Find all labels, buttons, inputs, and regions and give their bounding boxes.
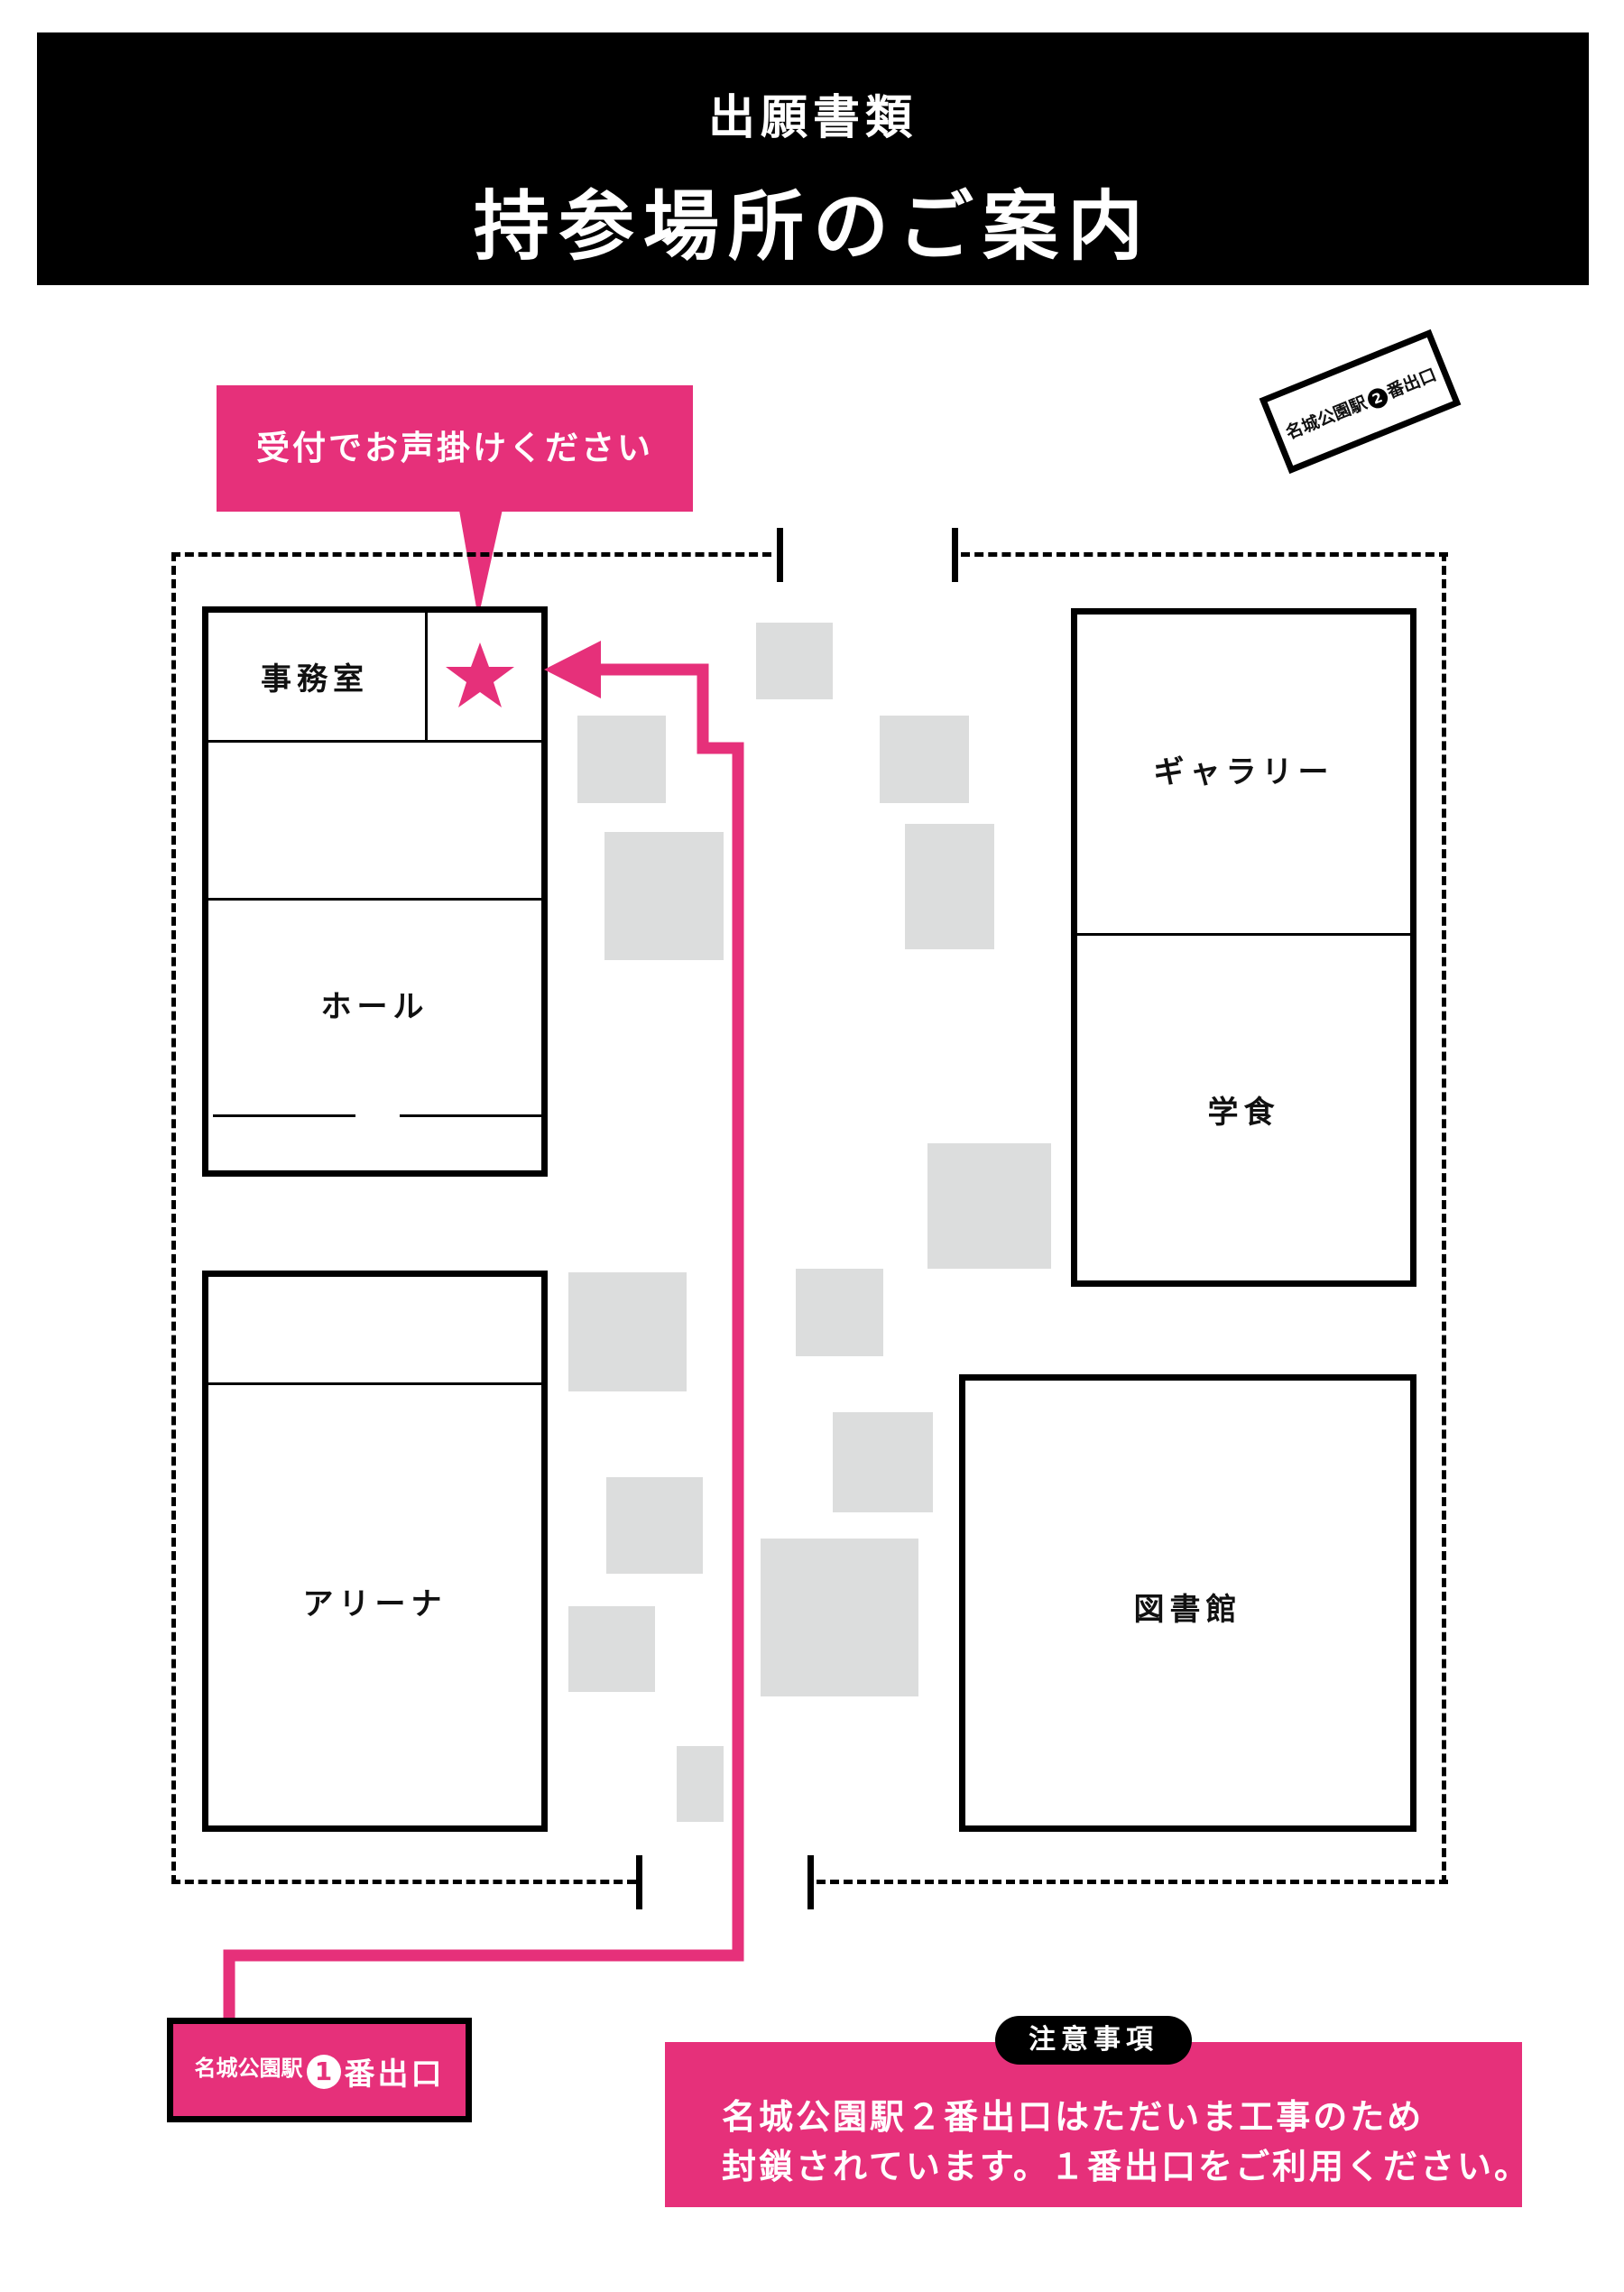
grey-block bbox=[577, 716, 666, 803]
hall-building bbox=[202, 606, 548, 1177]
cafeteria-label: 学食 bbox=[1207, 1095, 1280, 1131]
page-subtitle: 出願書類 bbox=[707, 91, 918, 145]
library-label: 図書館 bbox=[1133, 1592, 1242, 1628]
library-building bbox=[959, 1374, 1416, 1832]
campus-boundary-top-right bbox=[961, 552, 1448, 557]
arena-divider bbox=[205, 1382, 545, 1385]
gallery-building bbox=[1071, 608, 1416, 1287]
grey-block bbox=[568, 1606, 655, 1692]
grey-block bbox=[761, 1539, 918, 1696]
arena-label: アリーナ bbox=[302, 1586, 448, 1622]
callout-text: 受付でお声掛けください bbox=[256, 429, 653, 467]
reception-callout: 受付でお声掛けください bbox=[217, 385, 693, 512]
grey-block bbox=[568, 1272, 687, 1391]
north-gate-post-right bbox=[952, 528, 958, 582]
callout-pointer bbox=[458, 505, 503, 618]
hall-entrance-line bbox=[213, 1114, 355, 1117]
notice-box: 名城公園駅２番出口はただいま工事のため 封鎖されています。１番出口をご利用くださ… bbox=[665, 2042, 1528, 2207]
arena-building bbox=[202, 1271, 548, 1832]
campus-boundary-bottom-left bbox=[171, 1880, 636, 1884]
campus-boundary-bottom-right bbox=[817, 1880, 1448, 1884]
campus-boundary-right bbox=[1442, 552, 1446, 1884]
grey-block bbox=[833, 1412, 933, 1512]
exit-1-suffix: 番出口 bbox=[344, 2056, 445, 2093]
grey-block bbox=[677, 1746, 724, 1822]
office-divider bbox=[425, 609, 428, 743]
arrow-left-icon bbox=[544, 641, 601, 698]
grey-block bbox=[796, 1269, 883, 1356]
notice-line-2: 封鎖されています。１番出口をご利用ください。 bbox=[722, 2147, 1532, 2186]
south-gate-post-left bbox=[636, 1855, 642, 1909]
hall-label: ホール bbox=[320, 989, 429, 1025]
grey-block bbox=[880, 716, 969, 803]
floor-divider bbox=[205, 740, 545, 743]
grey-block bbox=[604, 832, 724, 960]
gallery-divider bbox=[1074, 933, 1414, 936]
hall-entrance-line bbox=[400, 1114, 542, 1117]
grey-block bbox=[756, 623, 833, 699]
page-header: 出願書類 持参場所のご案内 bbox=[37, 32, 1589, 285]
notice-line-1: 名城公園駅２番出口はただいま工事のため bbox=[722, 2097, 1425, 2137]
grey-block bbox=[927, 1143, 1051, 1269]
campus-boundary-left bbox=[171, 552, 176, 1884]
north-gate-post-left bbox=[777, 528, 783, 582]
floor-divider bbox=[205, 898, 545, 901]
exit-1-station-name: 名城公園駅 bbox=[194, 2056, 303, 2081]
exit-1-number-badge: 1 bbox=[306, 2054, 341, 2089]
notice-title-badge: 注意事項 bbox=[995, 2016, 1192, 2065]
grey-block bbox=[905, 824, 994, 949]
campus-boundary-top-left bbox=[171, 552, 771, 557]
grey-block bbox=[606, 1477, 703, 1574]
gallery-label: ギャラリー bbox=[1153, 754, 1334, 790]
south-gate-post-right bbox=[807, 1855, 814, 1909]
page-title: 持参場所のご案内 bbox=[473, 182, 1152, 271]
office-label: 事務室 bbox=[261, 661, 369, 698]
star-icon bbox=[446, 642, 514, 707]
